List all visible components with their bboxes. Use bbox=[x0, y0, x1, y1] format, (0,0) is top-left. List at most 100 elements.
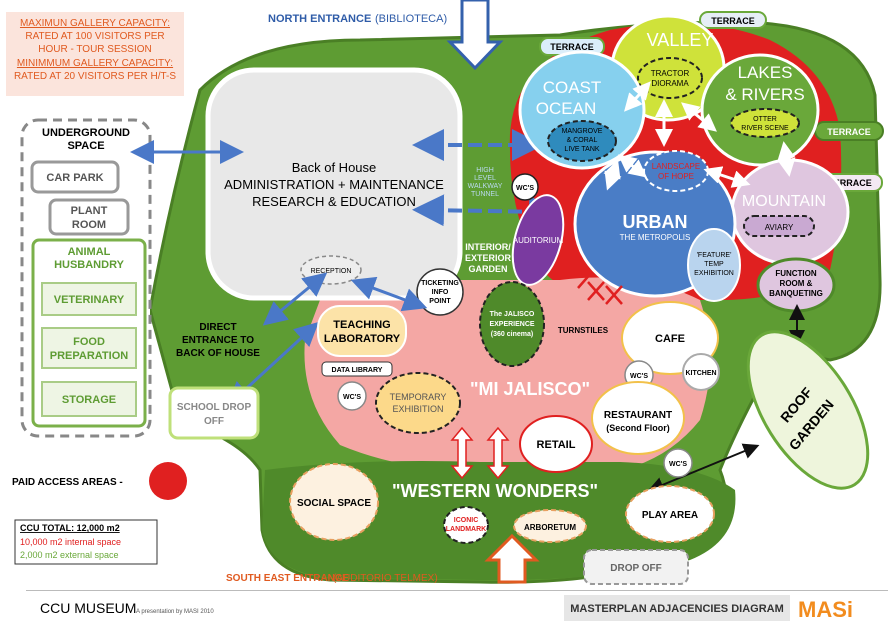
garden-label-3: GARDEN bbox=[468, 264, 507, 274]
capacity-line-2: RATED AT 100 VISITORS PER bbox=[25, 31, 164, 42]
direct-label-3: BACK OF HOUSE bbox=[176, 348, 260, 359]
terrace-top: TERRACE bbox=[699, 11, 767, 29]
social-space: SOCIAL SPACE bbox=[289, 463, 379, 541]
function-label-1: FUNCTION bbox=[775, 269, 817, 278]
otter-label-1: OTTER bbox=[753, 116, 777, 123]
wc-left: WC'S bbox=[337, 381, 367, 411]
wc-right: WC'S bbox=[663, 448, 693, 478]
capacity-line-1: MAXIMUN GALLERY CAPACITY: bbox=[20, 18, 170, 29]
wc-central: WC'S bbox=[511, 173, 539, 201]
storage-label: STORAGE bbox=[62, 394, 116, 406]
urban-title: URBAN bbox=[623, 212, 688, 232]
school-drop-off: SCHOOL DROP OFF bbox=[168, 386, 260, 440]
coast-title: COAST bbox=[543, 78, 602, 97]
mangrove-label-2: & CORAL bbox=[567, 137, 598, 144]
husbandry-label-1: ANIMAL bbox=[68, 246, 111, 258]
underground-title-1: UNDERGROUND bbox=[42, 127, 130, 139]
north-entrance-note: (BIBLIOTECA) bbox=[375, 13, 447, 25]
urban-subtitle: THE METROPOLIS bbox=[620, 233, 691, 242]
auditorium: AUDITORIUM bbox=[511, 194, 565, 286]
walkway-l4: TUNNEL bbox=[471, 191, 499, 198]
tractor-label-1: TRACTOR bbox=[651, 69, 690, 78]
kitchen-label: KITCHEN bbox=[685, 370, 716, 377]
veterinary-label: VETERINARY bbox=[54, 294, 125, 306]
terrace-top-label: TERRACE bbox=[711, 16, 755, 26]
boh-line-1: Back of House bbox=[292, 160, 377, 175]
data-library-label: DATA LIBRARY bbox=[332, 367, 383, 374]
direct-label-2: ENTRANCE TO bbox=[182, 335, 254, 346]
underground-title-2: SPACE bbox=[67, 140, 104, 152]
zone-connector-arrows bbox=[603, 81, 796, 191]
husbandry-label-2: HUSBANDRY bbox=[54, 259, 125, 271]
paid-access-swatch bbox=[149, 462, 187, 500]
teaching-label-2: LABORATORY bbox=[324, 333, 401, 345]
wc-central-label: WC'S bbox=[516, 185, 534, 192]
teaching-laboratory: TEACHING LABORATORY bbox=[317, 305, 407, 357]
lakes-title-1: LAKES bbox=[738, 63, 793, 82]
jalisco-exp-label-3: (360 cinema) bbox=[491, 331, 533, 338]
roof-garden: ROOF GARDEN bbox=[746, 330, 870, 490]
iconic-landmark: ICONIC LANDMARK bbox=[443, 506, 489, 544]
capacity-line-4: MINIMMUM GALLERY CAPACITY: bbox=[17, 58, 173, 69]
feature-label-3: EXHIBITION bbox=[694, 270, 734, 277]
ccu-external-label: 2,000 m2 external space bbox=[20, 550, 119, 560]
arboretum: ARBORETUM bbox=[513, 509, 587, 543]
ticket-label-3: POINT bbox=[429, 298, 451, 305]
landscape-label-1: LANDSCAPE bbox=[652, 162, 700, 171]
valley-title: VALLEY bbox=[647, 30, 714, 50]
school-label-2: OFF bbox=[204, 416, 224, 427]
walkway-l2: LEVEL bbox=[474, 175, 496, 182]
lakes-title-2: & RIVERS bbox=[725, 85, 804, 104]
footer-diagram-title: MASTERPLAN ADJACENCIES DIAGRAM bbox=[570, 603, 784, 615]
south-entrance-arrow bbox=[484, 533, 540, 584]
wc-middle-label: WC'S bbox=[630, 373, 648, 380]
mi-jalisco-title: "MI JALISCO" bbox=[470, 379, 590, 399]
play-area: PLAY AREA bbox=[625, 485, 715, 543]
south-entrance-note: (AUDITORIO TELMEX) bbox=[333, 573, 438, 584]
arrow-reception-ticketing bbox=[350, 276, 428, 312]
landscape-of-hope: LANDSCAPE OF HOPE bbox=[643, 150, 709, 192]
wc-right-label: WC'S bbox=[669, 461, 687, 468]
car-park-label: CAR PARK bbox=[46, 172, 103, 184]
food-label-1: FOOD bbox=[73, 336, 105, 348]
restaurant: RESTAURANT (Second Floor) bbox=[591, 381, 685, 455]
direct-entrance-note: DIRECT ENTRANCE TO BACK OF HOUSE bbox=[176, 322, 260, 359]
garden-label-2: EXTERIOR bbox=[465, 253, 512, 263]
masi-logo: MASi bbox=[798, 597, 853, 622]
food-label-2: PREPARATION bbox=[50, 350, 128, 362]
turnstiles-label: TURNSTILES bbox=[558, 326, 609, 335]
cafe-label: CAFE bbox=[655, 333, 685, 345]
plant-room-label-2: ROOM bbox=[72, 219, 106, 231]
aviary-label: AVIARY bbox=[765, 223, 794, 232]
footer-bar: CCU MUSEUM A presentation by MASI 2010 M… bbox=[26, 590, 888, 625]
reception: RECEPTION bbox=[300, 255, 362, 285]
teaching-label-1: TEACHING bbox=[333, 319, 390, 331]
north-entrance-arrow bbox=[446, 0, 504, 71]
social-space-label: SOCIAL SPACE bbox=[297, 498, 371, 509]
school-label-1: SCHOOL DROP bbox=[177, 402, 252, 413]
capacity-line-5: RATED AT 20 VISITORS PER H/T-S bbox=[14, 71, 176, 82]
interior-exterior-garden: INTERIOR/ EXTERIOR GARDEN bbox=[465, 242, 512, 274]
turnstiles: TURNSTILES bbox=[558, 271, 623, 335]
boh-line-3: RESEARCH & EDUCATION bbox=[252, 194, 416, 209]
terrace-lakes: TERRACE bbox=[814, 121, 884, 141]
paid-access-label: PAID ACCESS AREAS - bbox=[12, 477, 123, 488]
play-area-label: PLAY AREA bbox=[642, 510, 698, 521]
underground-space: UNDERGROUND SPACE CAR PARK PLANT ROOM AN… bbox=[20, 118, 152, 438]
terrace-coast-label: TERRACE bbox=[550, 42, 594, 52]
mangrove-label-1: MANGROVE bbox=[562, 128, 603, 135]
arboretum-label: ARBORETUM bbox=[524, 523, 576, 532]
lakes-rivers-zone: LAKES & RIVERS OTTER RIVER SCENE bbox=[700, 53, 820, 167]
western-wonders-title: "WESTERN WONDERS" bbox=[392, 481, 598, 501]
restaurant-label-2: (Second Floor) bbox=[606, 423, 670, 433]
retail-label: RETAIL bbox=[537, 439, 576, 451]
iconic-label-1: ICONIC bbox=[454, 517, 479, 524]
ccu-internal-label: 10,000 m2 internal space bbox=[20, 537, 121, 547]
jalisco-experience: The JALISCO EXPERIENCE (360 cinema) bbox=[479, 281, 545, 367]
back-of-house: Back of House ADMINISTRATION + MAINTENAN… bbox=[205, 67, 463, 301]
ticket-label-1: TICKETING bbox=[421, 280, 459, 287]
mountain-title: MOUNTAIN bbox=[742, 193, 826, 210]
feature-label-2: TEMP bbox=[704, 261, 724, 268]
